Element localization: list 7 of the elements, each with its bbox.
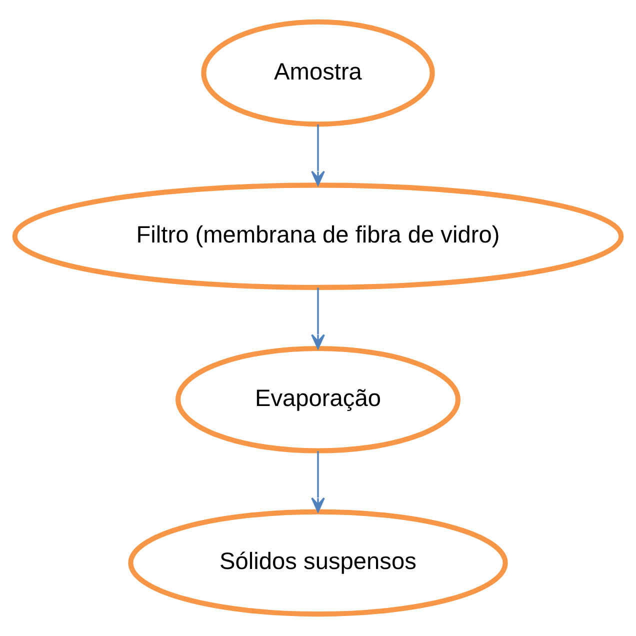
node-ellipse: Evaporação bbox=[176, 346, 460, 454]
arrow bbox=[311, 451, 325, 512]
node-ellipse: Sólidos suspensos bbox=[128, 509, 508, 617]
arrow bbox=[311, 288, 325, 350]
arrow bbox=[311, 124, 325, 186]
node-ellipse: Filtro (membrana de fibra de vidro) bbox=[12, 182, 624, 290]
node-ellipse: Amostra bbox=[201, 19, 435, 127]
